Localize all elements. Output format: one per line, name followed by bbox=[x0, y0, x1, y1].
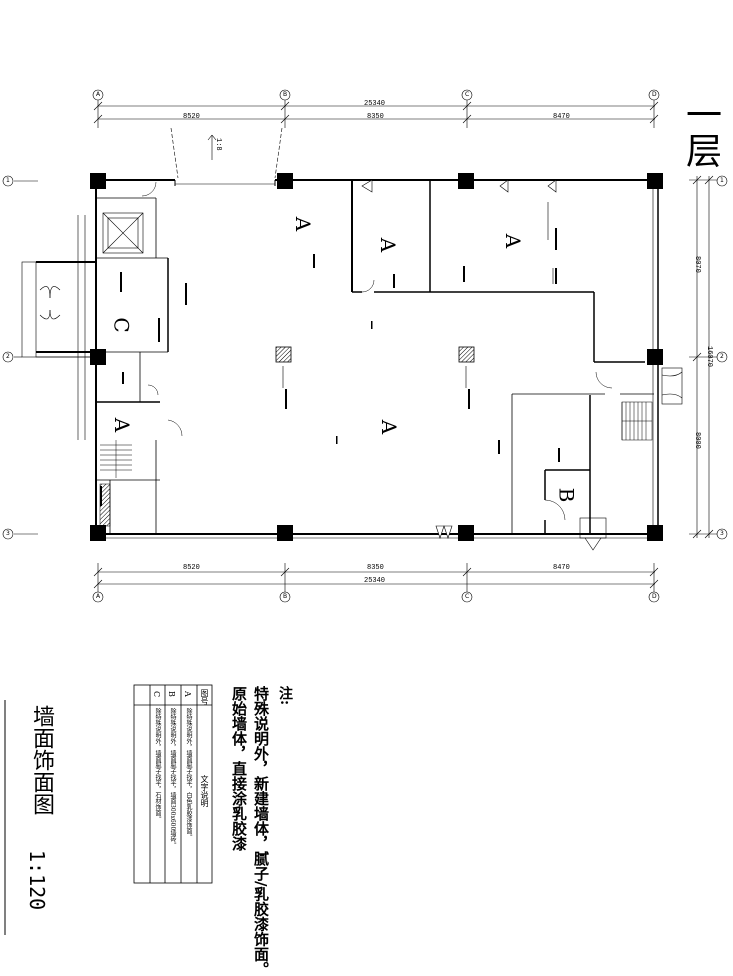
floor-plan-drawing bbox=[2, 89, 728, 935]
zone-label-a-4: A bbox=[377, 419, 402, 435]
dim-right-seg-1: 8070 bbox=[693, 256, 701, 273]
dim-bottom-seg-1: 8520 bbox=[183, 564, 200, 572]
legend-row-b-code: B bbox=[167, 691, 176, 697]
dim-bottom-seg-3: 8470 bbox=[553, 564, 570, 572]
right-grid-bubbles bbox=[716, 175, 728, 540]
legend-row-c-code: C bbox=[152, 691, 161, 698]
cad-annotations bbox=[100, 228, 560, 506]
grid-col-c-bottom: C bbox=[465, 593, 470, 600]
bottom-grid-bubbles bbox=[92, 591, 660, 603]
zone-label-a-5: A bbox=[110, 417, 135, 433]
sheet-title: 墙面饰面图 bbox=[29, 705, 54, 815]
notes-line-2: 原始墙体，直接涂乳胶漆 bbox=[230, 686, 248, 851]
dim-top-seg-2: 8350 bbox=[367, 113, 384, 121]
dim-bottom-seg-2: 8350 bbox=[367, 564, 384, 572]
dim-right-seg-2: 8000 bbox=[693, 432, 701, 449]
right-exit bbox=[661, 367, 683, 405]
legend-row-c-desc: 除特殊说明外，墙面腻子找平，石材饰面。 bbox=[154, 708, 161, 822]
zone-label-a-2: A bbox=[376, 237, 401, 253]
zone-label-a-1: A bbox=[291, 216, 316, 232]
callout-leaders bbox=[282, 202, 554, 388]
grid-col-b-bottom: B bbox=[283, 593, 288, 600]
grid-col-a-bottom: A bbox=[96, 593, 101, 600]
zone-label-c: C bbox=[109, 317, 134, 333]
legend-header-code: 图号 bbox=[200, 689, 209, 705]
left-grid-bubbles bbox=[2, 175, 38, 540]
elevator-shaft bbox=[102, 212, 144, 254]
door-swings bbox=[141, 181, 613, 521]
dim-bottom-total: 25340 bbox=[364, 577, 386, 585]
top-dimension-chain bbox=[93, 100, 659, 128]
left-annex bbox=[21, 215, 97, 440]
legend-row-b-desc: 除特殊说明外，墙面腻子找平，墙面300x600墙砖。 bbox=[169, 708, 176, 849]
legend-row-a-code: A bbox=[183, 691, 192, 697]
entrance-ramp bbox=[170, 127, 283, 179]
floor-label: 一层 bbox=[680, 96, 721, 168]
zone-label-a-3: A bbox=[501, 233, 526, 249]
sheet-scale: 1:120 bbox=[25, 850, 49, 911]
right-stair bbox=[621, 401, 653, 441]
bottom-dimension-chain bbox=[93, 563, 659, 592]
legend-header-desc: 文字说明 bbox=[200, 775, 209, 807]
ramp-slope: 1:8 bbox=[214, 138, 222, 151]
grid-row-3-left: 3 bbox=[6, 530, 10, 537]
top-grid-bubbles bbox=[92, 89, 660, 101]
dim-top-seg-3: 8470 bbox=[553, 113, 570, 121]
grid-row-1-right: 1 bbox=[720, 177, 724, 184]
elevation-markers bbox=[361, 179, 557, 539]
zone-label-b: B bbox=[554, 487, 579, 503]
exterior-walls bbox=[95, 179, 659, 539]
grid-col-a-top: A bbox=[96, 91, 101, 98]
interior-columns bbox=[275, 346, 475, 363]
notes-heading: 注: bbox=[277, 686, 293, 706]
grid-col-d-bottom: D bbox=[652, 593, 657, 600]
dim-top-seg-1: 8520 bbox=[183, 113, 200, 121]
right-dimension-chain bbox=[689, 175, 720, 539]
legend-row-a-desc: 除特殊说明外，墙面腻子找平，白色乳胶漆饰面。 bbox=[185, 708, 192, 840]
grid-col-d-top: D bbox=[652, 91, 657, 98]
bottom-exit bbox=[579, 517, 607, 551]
dim-top-total: 25340 bbox=[364, 100, 386, 108]
grid-col-c-top: C bbox=[465, 91, 470, 98]
legend-table-lines bbox=[133, 684, 213, 884]
structural-columns bbox=[90, 173, 663, 541]
grid-row-2-left: 2 bbox=[6, 353, 10, 360]
grid-row-3-right: 3 bbox=[720, 530, 724, 537]
notes-line-1: 特殊说明外，新建墙体，腻子/乳胶漆饰面。 bbox=[252, 686, 270, 976]
grid-row-1-left: 1 bbox=[6, 177, 10, 184]
grid-row-2-right: 2 bbox=[720, 353, 724, 360]
interior-walls bbox=[96, 180, 654, 534]
left-stair bbox=[99, 440, 132, 527]
grid-col-b-top: B bbox=[283, 91, 288, 98]
dim-right-total: 16070 bbox=[705, 346, 713, 368]
